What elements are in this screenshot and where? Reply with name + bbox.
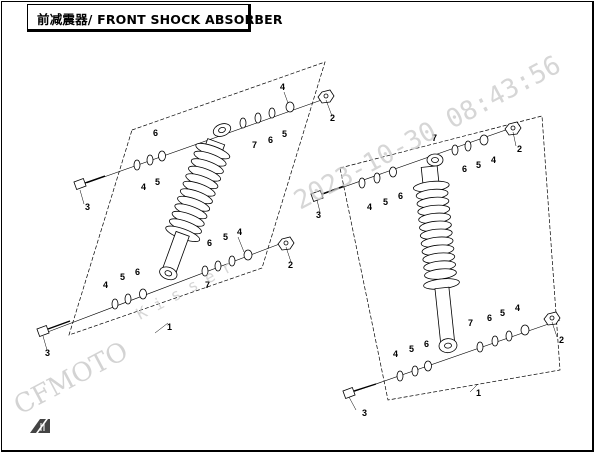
page-frame	[1, 1, 594, 452]
callout-right-bolt-bottom: 3	[362, 408, 367, 418]
callout-left-4b: 4	[141, 182, 146, 192]
left-shock-assembly	[36, 61, 335, 351]
right-callouts: 1 3 3 2 2 7 6 5 4 4 5 6 7 6 5 4 4 5 6	[316, 133, 564, 418]
callout-right-7a: 7	[432, 133, 437, 143]
callout-left-5b: 5	[155, 177, 160, 187]
right-assembly-boundary	[339, 115, 561, 401]
callout-left-bolt: 3	[85, 202, 90, 212]
callout-left-7c: 7	[205, 280, 210, 290]
left-bolt-bottom	[36, 320, 71, 337]
callout-left-bolt-bottom: 3	[45, 348, 50, 358]
callout-right-nut-top: 2	[517, 144, 522, 154]
right-bolt-top	[310, 185, 345, 202]
watermark-overlay: K i s s e r	[133, 257, 236, 324]
callout-left-6a: 6	[268, 135, 273, 145]
left-callouts: 1 3 3 2 2 4 5 6 7 6 5 4 4 5 6 7 4 5 6	[45, 82, 335, 358]
right-bottom-nut	[543, 311, 561, 326]
callout-right-4b: 4	[367, 202, 372, 212]
left-bolt	[73, 175, 106, 190]
watermark-brand: CFMOTO	[9, 336, 133, 421]
right-top-nut	[504, 121, 522, 136]
callout-left-6b: 6	[153, 128, 158, 138]
right-shock-body	[412, 165, 460, 354]
callout-left-4c: 4	[237, 227, 242, 237]
callout-right-7b: 7	[468, 318, 473, 328]
callout-right-4c: 4	[515, 303, 520, 313]
callout-right-frame: 1	[476, 388, 481, 398]
callout-left-7a: 7	[252, 140, 257, 150]
right-shock-assembly	[310, 115, 561, 411]
callout-left-frame: 1	[167, 322, 172, 332]
left-assembly-boundary	[68, 61, 326, 336]
callout-right-6d: 6	[424, 339, 429, 349]
callout-right-5d: 5	[409, 344, 414, 354]
callout-right-6b: 6	[398, 191, 403, 201]
callout-right-5c: 5	[500, 308, 505, 318]
callout-right-4d: 4	[393, 349, 398, 359]
right-top-eye	[426, 153, 444, 167]
left-spring-coils	[168, 150, 227, 235]
callout-left-4d: 4	[103, 280, 108, 290]
left-top-nut	[317, 89, 335, 104]
left-bottom-nut	[277, 236, 295, 251]
callout-right-5b: 5	[383, 197, 388, 207]
right-spring-coils	[415, 188, 457, 280]
callout-left-5c: 5	[223, 232, 228, 242]
left-top-eye	[212, 123, 232, 137]
left-shock-body	[159, 138, 231, 281]
callout-left-nut-bottom: 2	[288, 260, 293, 270]
callout-right-nut-bottom: 2	[559, 335, 564, 345]
cfmoto-corner-logo-icon	[30, 419, 50, 433]
callout-right-6b2: 6	[487, 313, 492, 323]
callout-right-5a: 5	[476, 160, 481, 170]
callout-right-bolt-top: 3	[316, 210, 321, 220]
callout-left-6d: 6	[135, 267, 140, 277]
callout-left-nut-top: 2	[330, 113, 335, 123]
callout-right-4a: 4	[491, 155, 496, 165]
callout-right-6a: 6	[462, 164, 467, 174]
callout-left-5a: 5	[282, 129, 287, 139]
right-bolt-bottom	[342, 383, 377, 399]
callout-left-5d: 5	[120, 272, 125, 282]
callout-left-6c: 6	[207, 238, 212, 248]
title-box: 前减震器/ FRONT SHOCK ABSORBER	[27, 4, 283, 32]
callout-left-4a: 4	[280, 82, 285, 92]
page-title: 前减震器/ FRONT SHOCK ABSORBER	[37, 12, 283, 27]
